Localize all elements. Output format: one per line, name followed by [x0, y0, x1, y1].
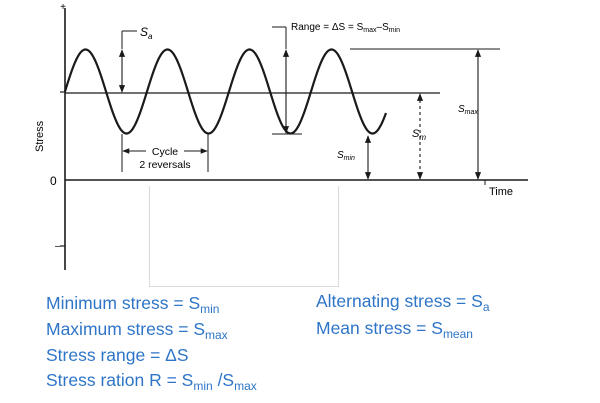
legend-mean-stress: Mean stress = Smean [316, 318, 473, 341]
legend-min-stress: Minimum stress = Smin [46, 293, 220, 316]
stress-cycle-diagram: + – 0 Stress Time Sa Range = ΔS = Smax–S… [34, 2, 528, 270]
smin-label: Smin [337, 150, 355, 162]
sm-label: Sm [412, 128, 426, 142]
legend-alternating-stress: Alternating stress = Sa [316, 291, 490, 314]
cycle-label: Cycle [152, 146, 178, 158]
plus-label: + [60, 2, 66, 13]
blank-box [149, 186, 339, 287]
reversals-label: 2 reversals [139, 159, 190, 171]
range-label: Range = ΔS = Smax–Smin [291, 22, 400, 34]
legend-max-stress: Maximum stress = Smax [46, 319, 228, 342]
smax-label: Smax [458, 104, 478, 116]
time-axis-label: Time [489, 186, 513, 198]
stress-axis-label: Stress [34, 120, 46, 152]
legend-stress-range: Stress range = ΔS [46, 345, 189, 365]
zero-label: 0 [50, 174, 57, 188]
legend-stress-ratio: Stress ration R = Smin /Smax [46, 370, 257, 393]
minus-label: – [55, 241, 61, 252]
stress-wave [63, 48, 388, 135]
sa-label: Sa [140, 25, 153, 41]
